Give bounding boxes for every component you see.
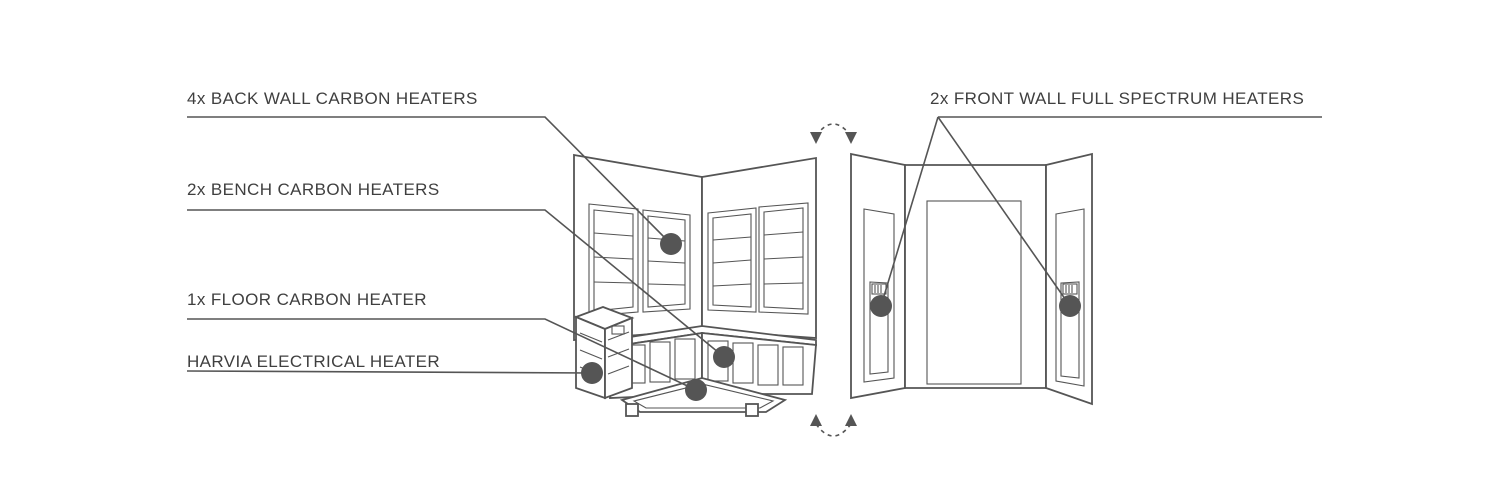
label-floor-heater: 1x FLOOR CARBON HEATER (187, 290, 427, 309)
harvia-stove (573, 306, 635, 400)
back-wall-heater-marker (660, 233, 682, 255)
rotate-arrow-bottom-icon (810, 414, 857, 437)
back-wall-right-panels (707, 202, 809, 315)
front-door-panel (904, 164, 1047, 389)
label-back-wall-heaters: 4x BACK WALL CARBON HEATERS (187, 89, 478, 108)
bench-heater-marker (713, 346, 735, 368)
front-wall-heater-marker-right (1059, 295, 1081, 317)
harvia-heater-marker (581, 362, 603, 384)
front-wall-left-panel (850, 152, 906, 400)
sauna-back-corner (573, 153, 817, 417)
front-wall-heater-marker-left (870, 295, 892, 317)
rotate-arrow-top-icon (810, 123, 857, 144)
label-front-wall-heaters: 2x FRONT WALL FULL SPECTRUM HEATERS (930, 89, 1304, 108)
label-bench-heaters: 2x BENCH CARBON HEATERS (187, 180, 440, 199)
floor-heater-marker (685, 379, 707, 401)
label-harvia-heater: HARVIA ELECTRICAL HEATER (187, 352, 440, 371)
door-window (926, 200, 1022, 385)
leader-lines (186, 116, 1322, 391)
sauna-front-wall (850, 152, 1093, 406)
front-wall-right-panel (1045, 152, 1093, 406)
